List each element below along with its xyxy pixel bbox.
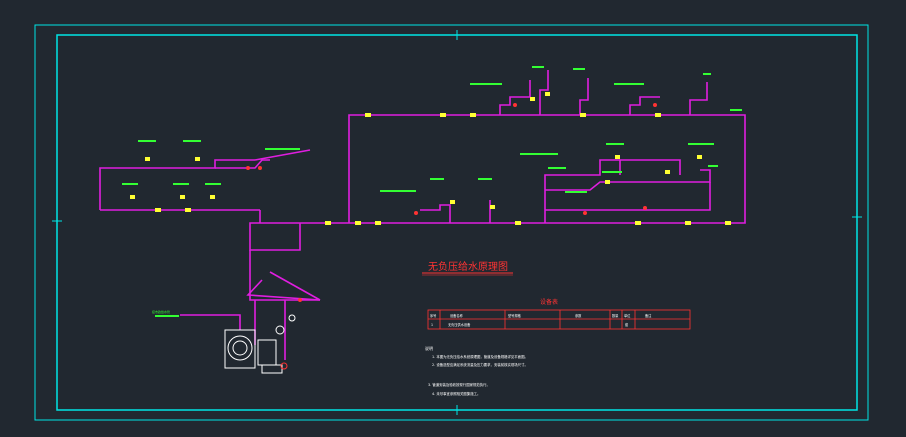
valve-5 (655, 113, 661, 117)
table-r1-name: 无负压供水设备 (448, 322, 471, 327)
pipe-network (99, 70, 746, 360)
notes-line-3: 3. 管道安装及验收按现行国家规范执行。 (428, 382, 490, 387)
valve-15 (130, 195, 135, 199)
notes-line-2: 2. 设备选型应满足系统流量及压力要求，安装前核实现场尺寸。 (432, 362, 528, 367)
fitting-symbols (246, 103, 657, 302)
valve-10 (635, 221, 641, 225)
annotation-marks (122, 66, 742, 317)
frame-ticks (52, 30, 862, 415)
valve-19 (185, 208, 191, 212)
equipment-table-caption: 设备表 (540, 298, 558, 306)
valve-27 (665, 170, 670, 174)
table-r1-seq: 1 (431, 323, 433, 327)
notes-line-1: 1. 本图为无负压给水系统原理图，管道及设备规格详见平面图。 (432, 354, 528, 359)
outer-frame (34, 24, 869, 421)
valve-16 (180, 195, 185, 199)
table-h-unit: 单位 (624, 313, 631, 318)
notes-heading: 说明 (425, 345, 433, 351)
valve-22 (615, 155, 620, 159)
valve-21 (545, 92, 550, 96)
valve-6 (325, 221, 331, 225)
inlet-label: 接市政给水管 (152, 309, 170, 314)
valve-9 (515, 221, 521, 225)
table-h-name: 设备名称 (450, 313, 464, 318)
valve-4 (580, 113, 586, 117)
table-h-model: 型号规格 (508, 313, 522, 318)
table-r1-unit: 套 (625, 322, 629, 327)
valve-18 (155, 208, 161, 212)
valve-26 (490, 205, 495, 209)
valve-12 (725, 221, 731, 225)
table-h-qty: 数量 (612, 313, 619, 318)
valve-13 (145, 157, 150, 161)
valve-symbols (130, 92, 731, 225)
valve-20 (530, 97, 535, 101)
notes-line-4: 4. 未尽事宜参照相关图集施工。 (432, 391, 480, 396)
valve-24 (605, 180, 610, 184)
table-h-seq: 序号 (430, 313, 436, 318)
valve-7 (355, 221, 361, 225)
valve-17 (210, 195, 215, 199)
equipment-table (427, 309, 691, 330)
equipment-table-header: 序号 设备名称 型号规格 参数 数量 单位 备注 (430, 313, 652, 318)
pump-equipment (224, 314, 296, 374)
valve-3 (470, 113, 476, 117)
valve-8 (375, 221, 381, 225)
valve-11 (685, 221, 691, 225)
valve-14 (195, 157, 200, 161)
diagram-title: 无负压给水原理图 (428, 260, 508, 273)
valve-25 (450, 200, 455, 204)
valve-23 (697, 155, 702, 159)
table-h-note: 备注 (645, 313, 652, 318)
notes-block: 说明 1. 本图为无负压给水系统原理图，管道及设备规格详见平面图。 2. 设备选… (425, 345, 528, 396)
valve-2 (440, 113, 446, 117)
equipment-table-row: 1 无负压供水设备 套 (431, 322, 629, 327)
valve-1 (365, 113, 371, 117)
table-h-param: 参数 (575, 313, 582, 318)
